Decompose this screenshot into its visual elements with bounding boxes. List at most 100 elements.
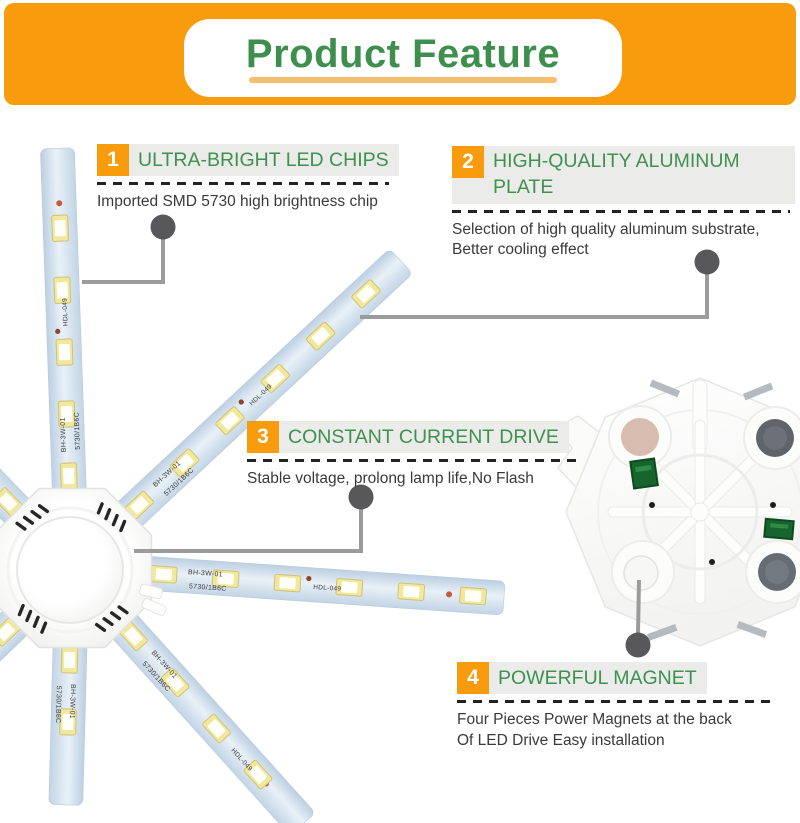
led-chip [273, 573, 302, 593]
led-chip [53, 276, 72, 304]
led-chip [51, 214, 70, 242]
connector-line-1 [82, 232, 165, 284]
wheel-spoke [607, 506, 695, 518]
vent-slot-group [15, 504, 50, 531]
callout-connectors [82, 232, 709, 635]
feature-1-title: ULTRA-BRIGHT LED CHIPS [138, 149, 389, 171]
feature-2-title: HIGH-QUALITY ALUMINUM PLATE [493, 150, 740, 199]
led-chip [335, 578, 364, 597]
wheel-spoke [694, 517, 706, 605]
title-box: Product Feature [184, 19, 622, 97]
feature-4: 4 POWERFUL MAGNET Four Pieces Power Magn… [457, 662, 775, 751]
wheel-rim [641, 453, 759, 571]
page-title: Product Feature [245, 32, 561, 76]
connector-line-4 [636, 579, 641, 635]
led-chip [202, 713, 231, 744]
pcb-spec-label: 5730/1B6C [74, 412, 82, 450]
mounting-notch [646, 624, 678, 641]
led-chip [169, 448, 200, 478]
pcb-window [629, 457, 659, 490]
feature-4-title: POWERFUL MAGNET [498, 667, 697, 689]
led-chip [397, 582, 426, 601]
pcb-model-label: BH-3W-01 [188, 569, 223, 578]
connector-line-3 [134, 503, 363, 553]
led-arm-strip: BH-3W-01 5730/1B6C [48, 615, 88, 806]
feature-3-header: 3 CONSTANT CURRENT DRIVE [247, 421, 569, 454]
connector-line-2 [360, 268, 709, 319]
feature-4-divider [457, 700, 775, 704]
feature-2-divider [452, 209, 790, 213]
feature-4-description-line: Of LED Drive Easy installation [457, 731, 665, 749]
pcb-spec-label: 5730/1B6C [54, 686, 62, 724]
led-chip [57, 400, 76, 428]
lamp-side-tab [139, 583, 163, 600]
magnet-plate-image [554, 377, 800, 647]
vent-slot-group [17, 603, 48, 634]
magnet [765, 560, 789, 584]
feature-3: 3 CONSTANT CURRENT DRIVE Stable voltage,… [247, 421, 577, 490]
led-chip [160, 667, 190, 698]
lamp-dome [16, 516, 124, 624]
callout-dots [150, 214, 720, 658]
plate-hole [649, 502, 655, 508]
feature-1-description-line: Imported SMD 5730 high brightness chip [97, 193, 378, 211]
led-arm-strip: BH-3W-01 5730/1B6C HDL-049 [118, 554, 506, 616]
led-chip [351, 279, 381, 309]
led-arm-strip: BH-3W-01 5730/1B6C HDL-049 [40, 147, 88, 521]
callout-dot-1 [150, 214, 176, 240]
wheel-hub [690, 502, 710, 522]
led-chip [59, 708, 77, 736]
vent-slots [15, 502, 129, 634]
title-underline [249, 77, 557, 83]
led-chip [149, 565, 178, 584]
feature-4-description-line: Four Pieces Power Magnets at the back [457, 711, 732, 729]
led-chip [243, 759, 273, 790]
feature-3-description-line: Stable voltage, prolong lamp life,No Fla… [247, 470, 534, 488]
feature-2-number-badge: 2 [452, 146, 484, 178]
solder-dot [238, 399, 244, 405]
led-chip [59, 462, 78, 490]
lamp-dome-ring [6, 506, 134, 634]
feature-3-number-badge: 3 [247, 421, 279, 453]
plate-hole [709, 559, 715, 565]
led-chip [459, 586, 487, 606]
pcb-code-label: HDL-049 [62, 298, 70, 326]
pcb-code-label: HDL-049 [313, 584, 342, 593]
wheel-spoke [705, 506, 793, 518]
feature-2-description: Selection of high quality aluminum subst… [452, 220, 795, 261]
callout-dot-4 [625, 632, 651, 658]
feature-1-header: 1 ULTRA-BRIGHT LED CHIPS [97, 144, 399, 177]
lamp-side-tab [141, 598, 167, 616]
feature-4-description: Four Pieces Power Magnets at the back Of… [457, 710, 775, 751]
led-chip [215, 406, 245, 436]
callout-dot-3 [348, 484, 374, 510]
magnet-socket-empty [623, 555, 659, 591]
mounting-notch [736, 621, 768, 638]
feature-1-divider [97, 182, 389, 186]
pcb-spec-label: 5730/1B6C [189, 583, 227, 593]
vent-slot-group [94, 605, 129, 632]
callout-dot-2 [694, 249, 720, 275]
feature-3-description: Stable voltage, prolong lamp life,No Fla… [247, 469, 577, 489]
plate-hole [770, 502, 776, 508]
solder-dot [55, 328, 61, 334]
feature-2-description-line: Better cooling effect [452, 241, 589, 259]
led-chip [55, 338, 74, 366]
feature-4-header: 4 POWERFUL MAGNET [457, 662, 707, 695]
feature-2-header: 2 HIGH-QUALITY ALUMINUM PLATE [452, 146, 795, 204]
pcb-window [763, 517, 795, 541]
solder-dot [446, 591, 453, 598]
feature-1-description: Imported SMD 5730 high brightness chip [97, 192, 399, 212]
wheel-spoke [694, 419, 706, 507]
led-chip [211, 569, 240, 588]
pcb-model-label: BH-3W-01 [68, 684, 76, 719]
mounting-notch [649, 379, 681, 398]
feature-3-divider [247, 459, 577, 463]
led-chip [306, 321, 336, 351]
pcb-model-label: BH-3W-01 [60, 417, 68, 452]
feature-4-number-badge: 4 [457, 662, 489, 694]
feature-1: 1 ULTRA-BRIGHT LED CHIPS Imported SMD 57… [97, 144, 399, 213]
magnet [621, 418, 659, 456]
